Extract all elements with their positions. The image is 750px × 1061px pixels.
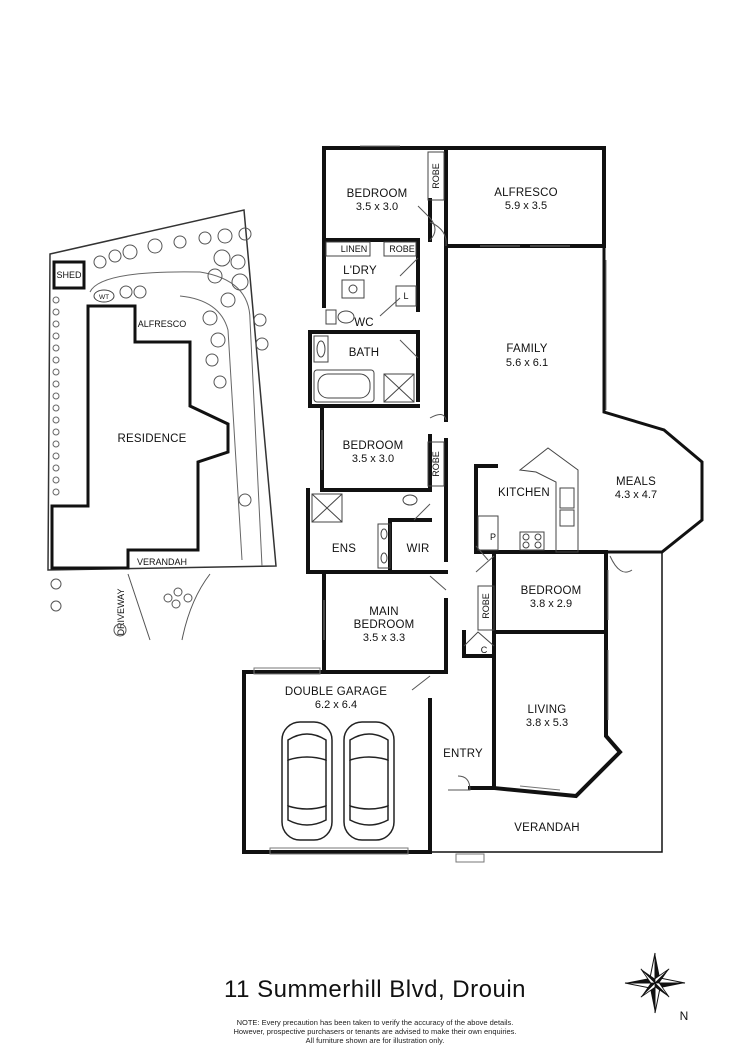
linen-shelf: [325, 241, 371, 257]
bedroom-top-name: BEDROOM: [347, 188, 408, 200]
driveway-path: [127, 573, 211, 641]
pantry-label: P: [490, 532, 496, 542]
wt-label: WT: [99, 294, 109, 301]
bedroom-mid-name: BEDROOM: [343, 440, 404, 452]
site-plan: SHED WT ALFRESCO RESIDENCE VERANDAH DRIV…: [47, 209, 277, 641]
robe-mid-outline: [427, 441, 445, 487]
laundry-label: L'DRY: [343, 265, 377, 277]
site-path-curve: [89, 271, 263, 567]
residence-label: RESIDENCE: [118, 433, 187, 445]
cooktop: [519, 531, 545, 551]
kitchen-label: KITCHEN: [498, 487, 550, 499]
entry-label: ENTRY: [443, 748, 483, 760]
cupboard-label: C: [481, 645, 488, 655]
ens-toilet: [402, 494, 418, 506]
pantry-box: [477, 515, 499, 551]
water-tank: [93, 289, 115, 303]
car-right-icon: [343, 721, 395, 841]
living-name: LIVING: [528, 704, 567, 716]
compass-icon: [624, 952, 686, 1014]
linen-label: LINEN: [341, 244, 368, 254]
kitchen-sink: [559, 487, 575, 509]
laundry-l-label: L: [403, 291, 408, 301]
room-labels: BEDROOM 3.5 x 3.0 ROBE ALFRESCO 5.9 x 3.…: [285, 163, 657, 834]
ens-shower: [311, 493, 343, 523]
wc-toilet: [337, 310, 355, 324]
robe-top-outline: [427, 151, 445, 201]
garage-cars: [281, 721, 395, 841]
family-size: 5.6 x 6.1: [506, 357, 548, 369]
garage-size: 6.2 x 6.4: [315, 699, 357, 711]
garage-name: DOUBLE GARAGE: [285, 686, 387, 698]
robe-east-label: ROBE: [481, 593, 491, 619]
living-size: 3.8 x 5.3: [526, 717, 568, 729]
robe-linen-shelf: [383, 241, 417, 257]
robe-top-label: ROBE: [431, 163, 441, 189]
alfresco-name: ALFRESCO: [494, 187, 558, 199]
alfresco-size: 5.9 x 3.5: [505, 200, 547, 212]
laundry-l-box: [395, 285, 417, 307]
walls: [242, 146, 704, 854]
bath-shower: [383, 373, 415, 403]
site-boundary: [47, 209, 277, 571]
main-bedroom-name-1: MAIN: [369, 606, 399, 618]
bath-vanity: [313, 335, 329, 363]
disclaimer: NOTE: Every precaution has been taken to…: [0, 1018, 750, 1045]
wir-label: WIR: [407, 543, 430, 555]
laundry-tub: [341, 279, 365, 299]
site-path-curve-2: [179, 295, 243, 561]
site-alfresco-label: ALFRESCO: [138, 319, 187, 329]
bathtub: [313, 369, 375, 403]
bedroom-east-size: 3.8 x 2.9: [530, 598, 572, 610]
bedroom-east-name: BEDROOM: [521, 585, 582, 597]
main-bedroom-name-2: BEDROOM: [354, 619, 415, 631]
robe-linen-label: ROBE: [389, 244, 415, 254]
bath-label: BATH: [349, 347, 380, 359]
meals-size: 4.3 x 4.7: [615, 489, 657, 501]
hedge: [52, 296, 60, 496]
verandah-label: VERANDAH: [514, 822, 580, 834]
property-address: 11 Summerhill Blvd, Drouin: [224, 976, 526, 1003]
residence-outline: [50, 304, 230, 570]
bedroom-top-size: 3.5 x 3.0: [356, 201, 398, 213]
windows: [253, 145, 609, 863]
cupboard-box: [463, 631, 495, 647]
site-verandah-label: VERANDAH: [137, 557, 187, 567]
meals-name: MEALS: [616, 476, 656, 488]
disclaimer-line-3: All furniture shown are for illustration…: [305, 1036, 445, 1045]
robe-mid-label: ROBE: [431, 451, 441, 477]
driveway-label: DRIVEWAY: [116, 588, 126, 635]
fixtures: [311, 151, 579, 647]
disclaimer-line-2: However, prospective purchasers or tenan…: [233, 1027, 517, 1036]
robe-east-outline: [477, 585, 495, 631]
bedroom-mid-size: 3.5 x 3.0: [352, 453, 394, 465]
wc-label: WC: [354, 317, 374, 329]
ens-label: ENS: [332, 543, 356, 555]
family-name: FAMILY: [506, 343, 547, 355]
kitchen-bench: [518, 447, 579, 553]
disclaimer-line-1: NOTE: Every precaution has been taken to…: [236, 1018, 514, 1027]
compass-north-label: N: [680, 1009, 689, 1023]
car-left-icon: [281, 721, 333, 841]
trees: [50, 227, 269, 637]
shed: [52, 260, 86, 290]
main-bedroom-size: 3.5 x 3.3: [363, 632, 405, 644]
shed-label: SHED: [56, 270, 82, 280]
